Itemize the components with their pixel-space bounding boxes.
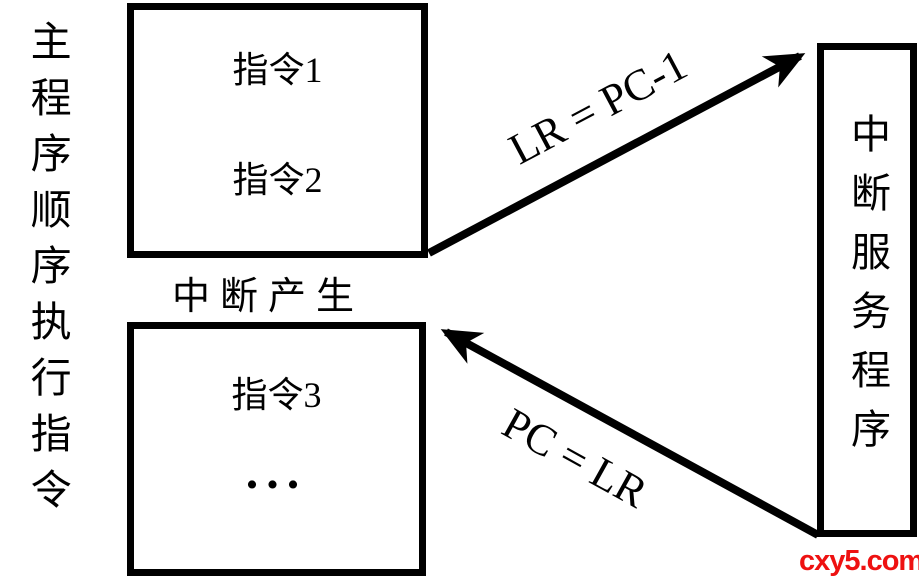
instruction-3-label: 指令3 <box>231 375 322 415</box>
isr-box-label: 中断服务程序 <box>845 113 890 467</box>
isr-box: 中断服务程序 <box>817 43 917 537</box>
watermark-text: cxy5.com <box>799 545 919 577</box>
arrow-label-pc-lr: PC = LR <box>494 398 656 518</box>
arrow-label-lr-pc: LR = PC-1 <box>501 39 695 175</box>
instruction-1-label: 指令1 <box>232 50 323 90</box>
instruction-2-label: 指令2 <box>232 160 323 200</box>
ellipsis-label: ... <box>245 443 308 499</box>
main-program-top-box: 指令1 指令2 <box>127 3 428 258</box>
interrupt-occurs-label: 中断产生 <box>172 276 365 318</box>
main-program-bottom-box: 指令3 ... <box>127 322 426 576</box>
main-program-caption: 主程序顺序执行指令 <box>24 20 71 524</box>
